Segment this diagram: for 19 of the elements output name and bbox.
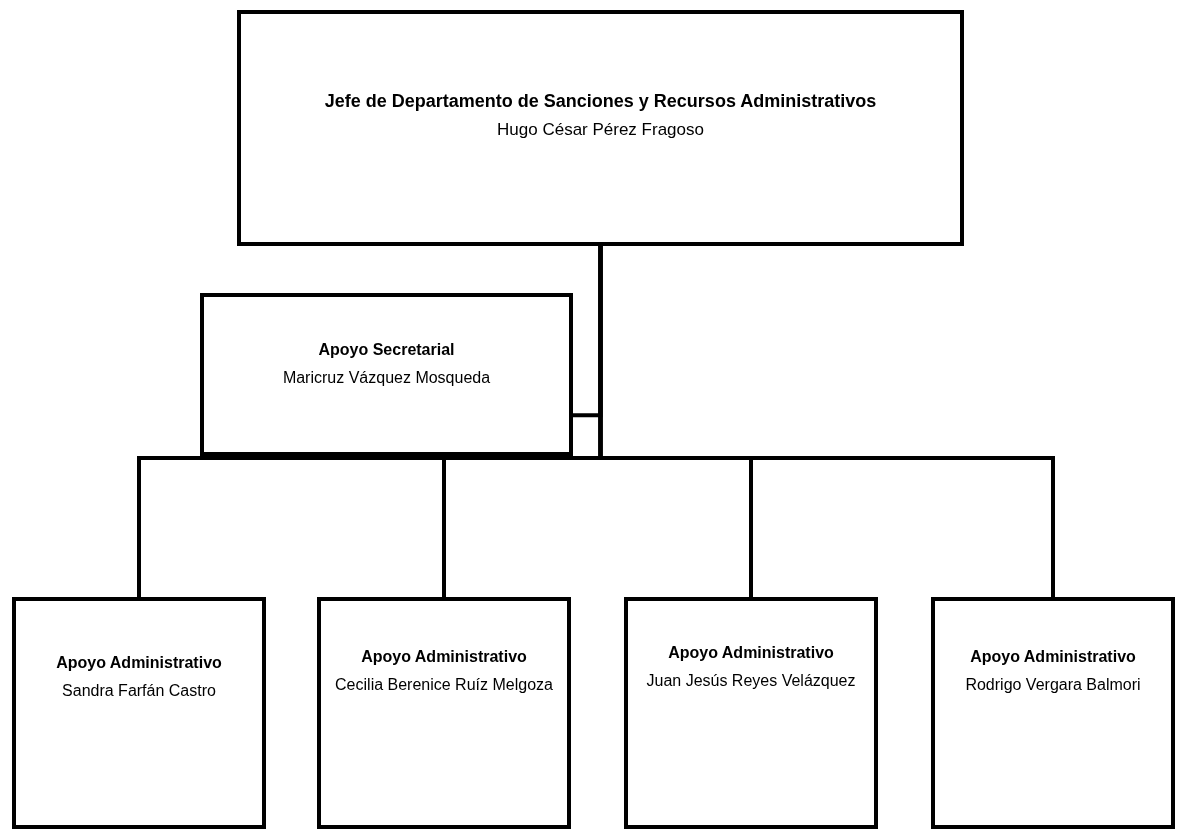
org-box bbox=[237, 10, 964, 246]
org-box bbox=[931, 597, 1175, 829]
role-title: Apoyo Administrativo bbox=[56, 653, 222, 673]
connector-line bbox=[598, 246, 1055, 597]
role-title: Apoyo Administrativo bbox=[970, 647, 1136, 667]
person-name: Juan Jesús Reyes Velázquez bbox=[646, 670, 856, 691]
person-name: Sandra Farfán Castro bbox=[62, 680, 216, 701]
org-box bbox=[317, 597, 571, 829]
person-name: Cecilia Berenice Ruíz Melgoza bbox=[335, 674, 553, 695]
person-name: Hugo César Pérez Fragoso bbox=[497, 119, 704, 142]
person-name: Rodrigo Vergara Balmori bbox=[965, 674, 1141, 695]
role-title: Apoyo Administrativo bbox=[668, 643, 834, 663]
role-title: Apoyo Administrativo bbox=[361, 647, 527, 667]
org-box bbox=[12, 597, 266, 829]
role-title: Apoyo Secretarial bbox=[318, 340, 455, 361]
org-box bbox=[624, 597, 878, 829]
person-name: Maricruz Vázquez Mosqueda bbox=[282, 368, 491, 389]
org-box bbox=[200, 293, 573, 456]
role-title: Jefe de Departamento de Sanciones y Recursos Administrativos bbox=[324, 89, 877, 113]
